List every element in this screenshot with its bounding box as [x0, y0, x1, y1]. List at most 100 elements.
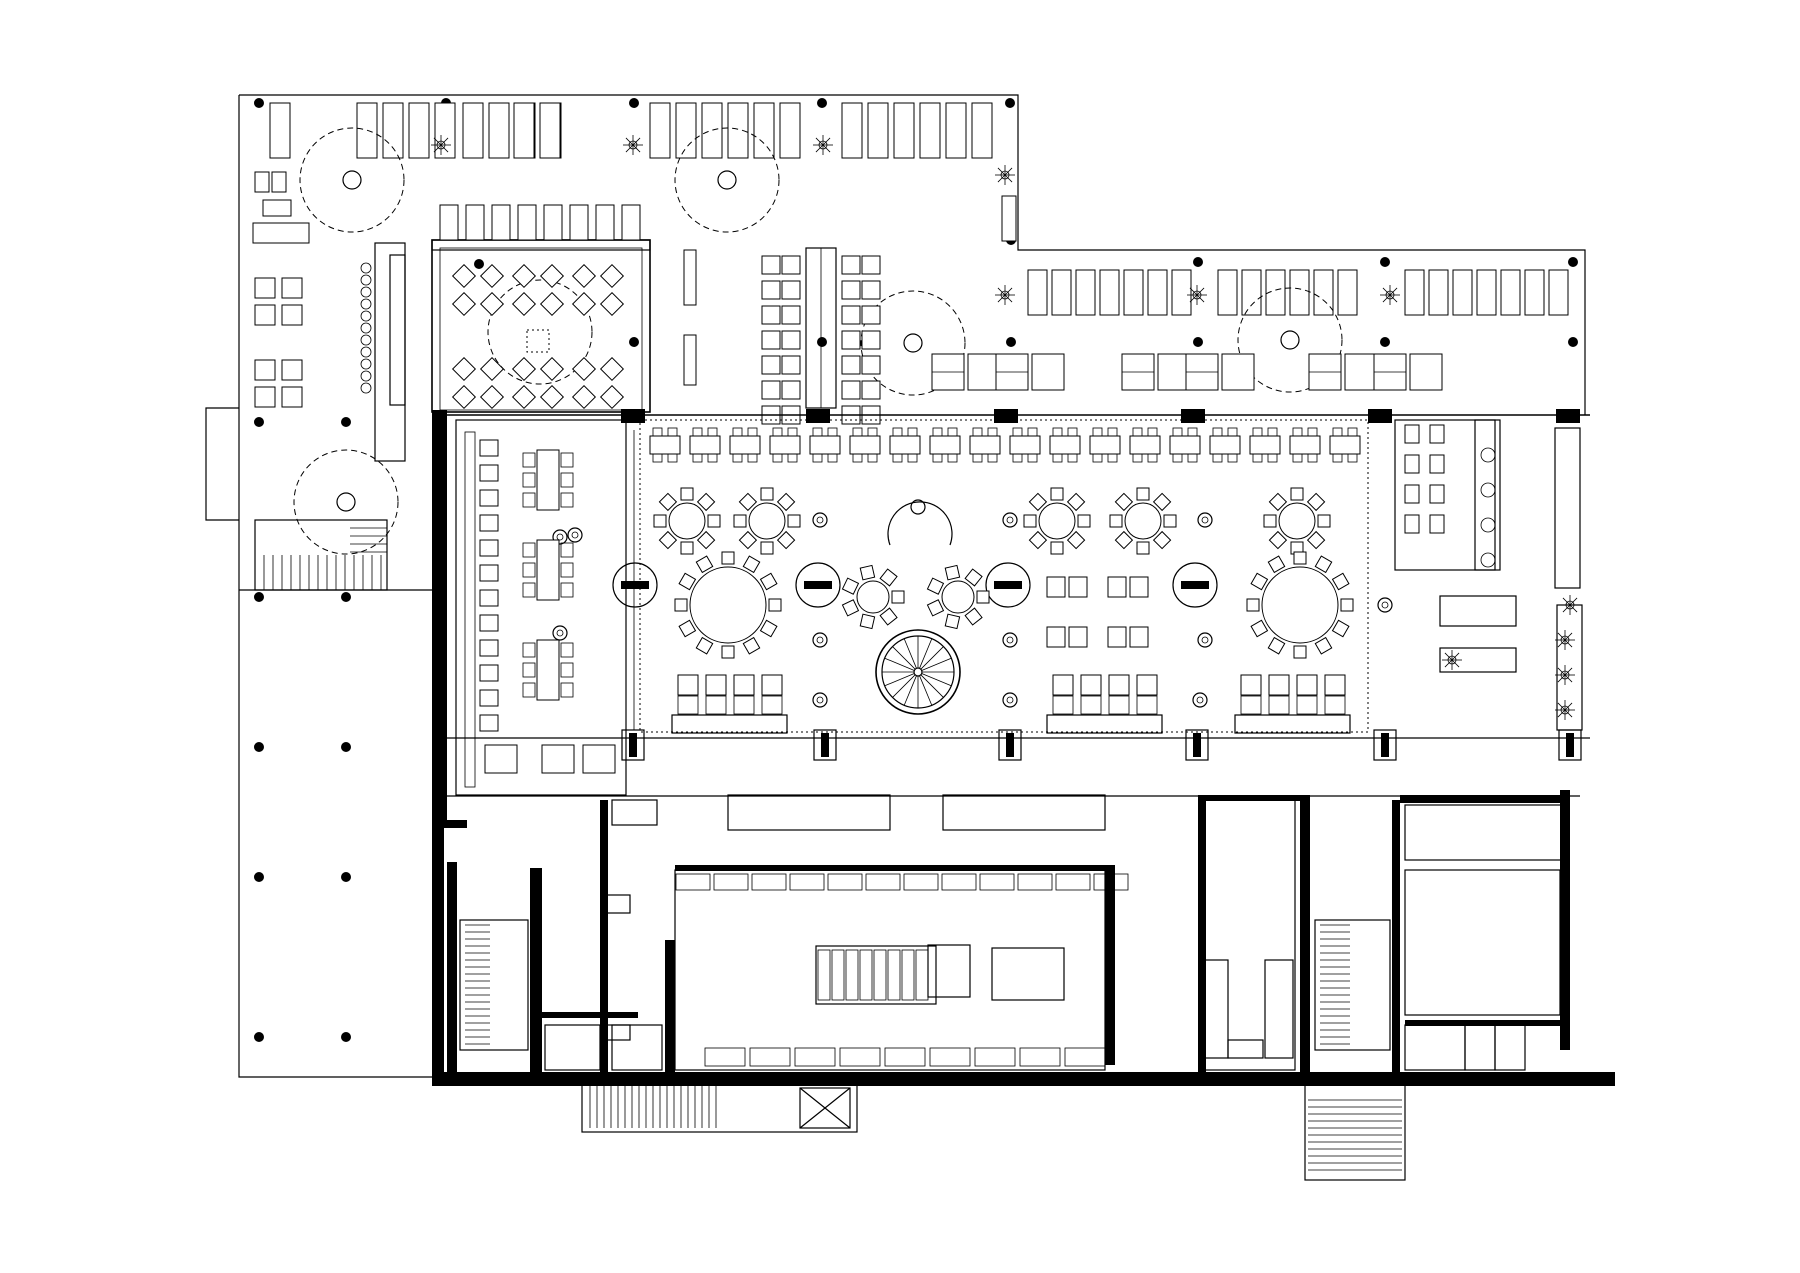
- column: [341, 1032, 351, 1042]
- chair: [761, 255, 781, 275]
- column: [254, 872, 264, 882]
- sun-lounger: [649, 102, 671, 159]
- terrace-table: [1031, 353, 1065, 391]
- round-table: [653, 487, 721, 555]
- kitchen-cabinet: [675, 873, 711, 891]
- reception-desk: [887, 501, 953, 546]
- sun-lounger: [408, 102, 430, 159]
- bar-stool: [1480, 447, 1496, 463]
- chair: [761, 305, 781, 325]
- bar-stool: [360, 370, 372, 382]
- chair: [1108, 674, 1130, 696]
- chair: [1136, 674, 1158, 696]
- decor-planter: [552, 529, 568, 545]
- sun-lounger: [1027, 269, 1048, 316]
- plant: [1555, 630, 1575, 650]
- main-dining-hall: [447, 409, 1590, 831]
- decor-planter: [1002, 512, 1018, 528]
- column: [341, 592, 351, 602]
- kitchen-counter: [1064, 1047, 1106, 1067]
- column: [1005, 98, 1015, 108]
- sun-lounger: [841, 102, 863, 159]
- round-table: [1246, 551, 1354, 659]
- column: [629, 337, 639, 347]
- booth-table: [536, 449, 560, 511]
- chair: [861, 355, 881, 375]
- kitchen-cabinet: [827, 873, 863, 891]
- sun-lounger: [269, 102, 291, 159]
- bar-stool: [360, 358, 372, 370]
- umbrellas: [293, 127, 1343, 555]
- pillar: [621, 409, 645, 423]
- chair: [1052, 674, 1074, 696]
- booth-seat: [479, 489, 499, 507]
- terrace-table: [1344, 353, 1378, 391]
- chair: [841, 255, 861, 275]
- pillar: [621, 729, 645, 761]
- chair: [543, 204, 563, 241]
- decor-planter: [1197, 512, 1213, 528]
- chair: [621, 204, 641, 241]
- booth-bench: [1234, 714, 1351, 734]
- kitchen-cabinet: [713, 873, 749, 891]
- chair: [517, 204, 537, 241]
- booth-dining: [455, 419, 627, 796]
- window-table: [969, 435, 1001, 455]
- chair: [861, 255, 881, 275]
- chair: [781, 255, 801, 275]
- sun-lounger: [1099, 269, 1120, 316]
- pillar: [813, 729, 837, 761]
- window-table: [769, 435, 801, 455]
- sun-lounger: [1171, 269, 1192, 316]
- table-four-top: [511, 263, 565, 317]
- bar-stool: [360, 322, 372, 334]
- sun-lounger: [356, 102, 378, 159]
- chair: [761, 355, 781, 375]
- window-table: [1209, 435, 1241, 455]
- chair: [841, 305, 861, 325]
- decor-planter: [1002, 632, 1018, 648]
- sun-lounger: [1217, 269, 1238, 316]
- sun-lounger: [1313, 269, 1334, 316]
- plant: [1187, 285, 1207, 305]
- round-table: [1023, 487, 1091, 555]
- kitchen-counter: [1019, 1047, 1061, 1067]
- column: [254, 98, 264, 108]
- booth-bench: [671, 714, 788, 734]
- kitchen-counter: [839, 1047, 881, 1067]
- sun-lounger: [675, 102, 697, 159]
- terrace-table: [1221, 353, 1255, 391]
- lounge-seat: [1429, 484, 1445, 504]
- chair: [1296, 674, 1318, 696]
- table-four-top: [451, 356, 505, 410]
- chair: [491, 204, 511, 241]
- column: [1193, 337, 1203, 347]
- column: [1380, 337, 1390, 347]
- sun-lounger: [1476, 269, 1497, 316]
- chair: [1240, 674, 1262, 696]
- terrace-table: [1409, 353, 1443, 391]
- window-table: [729, 435, 761, 455]
- bar-stool: [360, 262, 372, 274]
- chair: [781, 280, 801, 300]
- column: [254, 742, 264, 752]
- chair: [761, 330, 781, 350]
- chair: [733, 674, 755, 696]
- booth-seat: [479, 614, 499, 632]
- north-terrace: [269, 102, 993, 159]
- plant: [431, 135, 451, 155]
- sun-lounger: [1548, 269, 1569, 316]
- chair: [705, 674, 727, 696]
- kitchen-cabinet: [865, 873, 901, 891]
- sun-lounger: [867, 102, 889, 159]
- plants: [431, 135, 1580, 720]
- plant: [995, 165, 1015, 185]
- booth-table: [536, 639, 560, 701]
- sun-lounger: [753, 102, 775, 159]
- pillar: [998, 729, 1022, 761]
- chair: [861, 380, 881, 400]
- booth-bench: [1046, 714, 1163, 734]
- south-stairs: [581, 1081, 1406, 1181]
- table-four-top: [451, 263, 505, 317]
